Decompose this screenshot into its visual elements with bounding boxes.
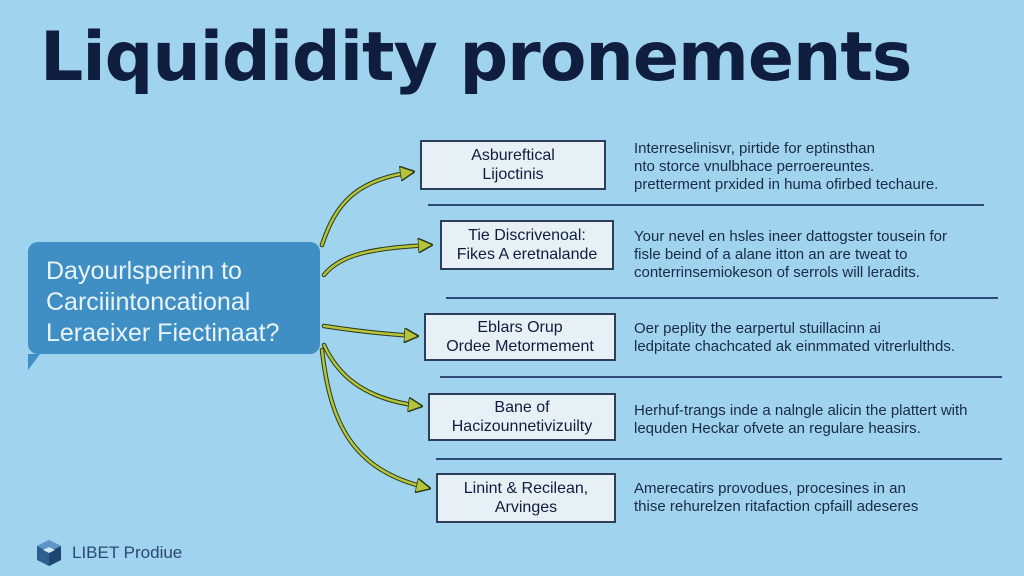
item-box-2-line-2: Fikes A eretnalande <box>456 246 598 263</box>
item-desc-2: Your nevel en hsles ineer dattogster tou… <box>634 228 947 282</box>
item-box-1-line-1: Asbureftical <box>471 147 555 164</box>
item-desc-1-line-1: Interreselinisvr, pirtide for eptinsthan <box>634 140 875 157</box>
footer-brand: LIBET Prodiue <box>34 538 182 568</box>
page-title: Liquididity pronements <box>40 18 912 97</box>
question-line-2: Carciiintoncational <box>46 288 251 316</box>
item-box-5-line-1: Linint & Recilean, <box>463 480 589 497</box>
item-box-2-line-1: Tie Discrivenoal: <box>468 227 586 244</box>
item-box-5-line-2: Arvinges <box>494 499 558 516</box>
item-box-1-line-2: Lijoctinis <box>482 166 544 183</box>
item-desc-1: Interreselinisvr, pirtide for eptinsthan… <box>634 140 938 194</box>
cube-logo-icon <box>37 540 61 566</box>
question-line-1: Dayourlsperinn to <box>46 257 242 285</box>
question-bubble: Dayourlsperinn to Carciiintoncational Le… <box>28 242 320 370</box>
item-desc-5-line-2: thise rehurelzen ritafaction cpfaill ade… <box>634 498 919 515</box>
item-box-3-line-1: Eblars Orup <box>477 319 563 336</box>
item-box-1: Asbureftical Lijoctinis <box>420 140 606 190</box>
item-box-3-line-2: Ordee Metormement <box>446 338 594 355</box>
arrow-1 <box>319 169 415 248</box>
item-desc-1-line-2: nto storce vnulbhace perroereuntes. <box>634 158 875 175</box>
item-box-4: Bane of Hacizounnetivizuilty <box>428 393 616 441</box>
divider-2 <box>446 297 998 299</box>
item-desc-2-line-3: conterrinsemiokeson of serrols will lera… <box>634 264 920 281</box>
item-desc-1-line-3: pretterment prxided in huma ofirbed tech… <box>634 176 939 193</box>
item-box-2: Tie Discrivenoal: Fikes A eretnalande <box>440 220 614 270</box>
item-desc-4-line-2: lequden Heckar ofvete an regulare heasir… <box>634 420 921 437</box>
footer-brand-name: LIBET Prodiue <box>72 543 183 562</box>
item-box-5: Linint & Recilean, Arvinges <box>436 473 616 523</box>
divider-4 <box>436 458 1002 460</box>
item-desc-2-line-1: Your nevel en hsles ineer dattogster tou… <box>634 228 947 245</box>
item-desc-3: Oer peplity the earpertul stuillacinn ai… <box>634 320 955 356</box>
question-line-3: Leraeixer Fiectinaat? <box>46 319 280 347</box>
arrow-4 <box>321 342 423 409</box>
item-desc-3-line-2: ledpitate chachcated ak einmmated vitrer… <box>634 338 956 355</box>
item-desc-4-line-1: Herhuf-trangs inde a nalngle alicin the … <box>634 402 968 419</box>
item-desc-5: Amerecatirs provodues, procesines in an … <box>634 480 918 516</box>
item-box-4-line-2: Hacizounnetivizuilty <box>451 418 593 435</box>
item-box-4-line-1: Bane of <box>494 399 550 416</box>
item-desc-5-line-1: Amerecatirs provodues, procesines in an <box>634 480 906 497</box>
item-desc-3-line-1: Oer peplity the earpertul stuillacinn ai <box>634 320 881 337</box>
item-desc-2-line-2: fisle beind of a alane itton an are twea… <box>634 246 908 263</box>
divider-3 <box>440 376 1002 378</box>
divider-1 <box>428 204 984 206</box>
item-box-3: Eblars Orup Ordee Metormement <box>424 313 616 361</box>
item-desc-4: Herhuf-trangs inde a nalngle alicin the … <box>634 402 968 438</box>
